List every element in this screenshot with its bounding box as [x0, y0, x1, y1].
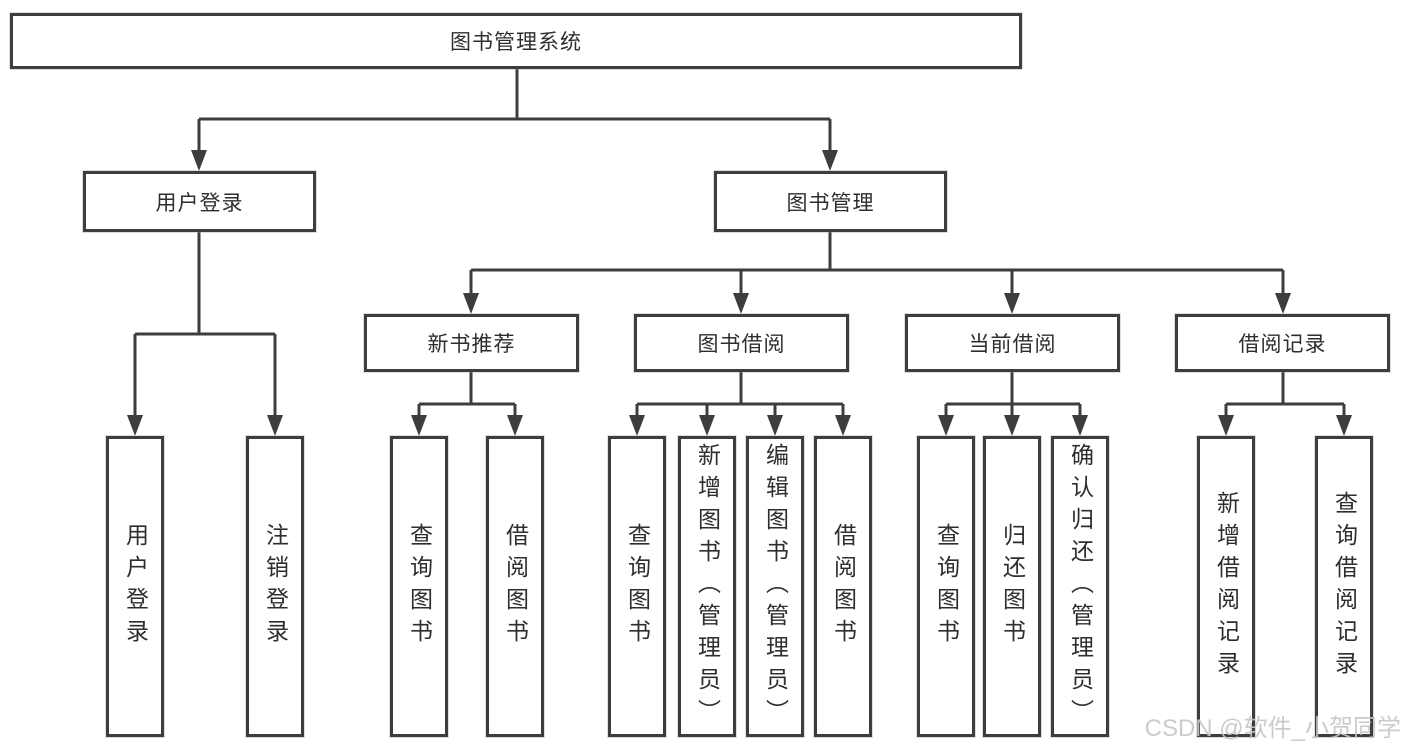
- leaf-query-books-recommend: 查询图书: [390, 436, 448, 737]
- arrow-icon: [733, 293, 749, 314]
- leaf-confirm-return-admin: 确认归还（管理员）: [1051, 436, 1109, 737]
- connector-root-to-level2: [197, 69, 832, 156]
- arrow-icon: [191, 150, 207, 171]
- arrow-icon: [938, 415, 954, 436]
- leaf-return-books: 归还图书: [983, 436, 1041, 737]
- leaf-borrow-books-recommend: 借阅图书: [486, 436, 544, 737]
- arrow-icon: [767, 415, 783, 436]
- leaf-borrow-books: 借阅图书: [814, 436, 872, 737]
- connector-book-borrow-group: [635, 372, 845, 421]
- connector-current-borrow-group: [944, 372, 1082, 421]
- leaf-add-borrow-record: 新增借阅记录: [1197, 436, 1255, 737]
- arrow-icon: [127, 415, 143, 436]
- node-current-borrowing: 当前借阅: [905, 314, 1120, 372]
- arrow-icon: [1004, 415, 1020, 436]
- node-book-borrowing: 图书借阅: [634, 314, 849, 372]
- arrow-icon: [822, 150, 838, 171]
- arrow-icon: [629, 415, 645, 436]
- arrow-icon: [463, 293, 479, 314]
- arrow-icon: [1004, 293, 1020, 314]
- node-new-book-recommendation: 新书推荐: [364, 314, 579, 372]
- connector-book-management-to-level3: [469, 232, 1285, 299]
- leaf-edit-book-admin: 编辑图书（管理员）: [746, 436, 804, 737]
- arrow-icon: [267, 415, 283, 436]
- node-library-management-system: 图书管理系统: [10, 13, 1022, 69]
- arrow-icon: [699, 415, 715, 436]
- arrow-icon: [1275, 293, 1291, 314]
- arrow-icon: [507, 415, 523, 436]
- connector-new-book-group: [417, 372, 517, 421]
- leaf-user-login: 用户登录: [106, 436, 164, 737]
- arrow-icon: [1072, 415, 1088, 436]
- connector-user-login-group: [133, 232, 277, 421]
- leaf-query-books-borrow: 查询图书: [608, 436, 666, 737]
- leaf-logout: 注销登录: [246, 436, 304, 737]
- arrow-icon: [1218, 415, 1234, 436]
- node-book-management: 图书管理: [714, 171, 947, 232]
- leaf-query-borrow-record: 查询借阅记录: [1315, 436, 1373, 737]
- arrow-icon: [1336, 415, 1352, 436]
- leaf-query-books-current: 查询图书: [917, 436, 975, 737]
- leaf-add-book-admin: 新增图书（管理员）: [678, 436, 736, 737]
- arrow-icon: [411, 415, 427, 436]
- node-user-login: 用户登录: [83, 171, 316, 232]
- connector-borrow-records-group: [1224, 372, 1346, 421]
- node-borrowing-records: 借阅记录: [1175, 314, 1390, 372]
- arrow-icon: [835, 415, 851, 436]
- watermark: CSDN @软件_小贺同学: [1144, 715, 1401, 742]
